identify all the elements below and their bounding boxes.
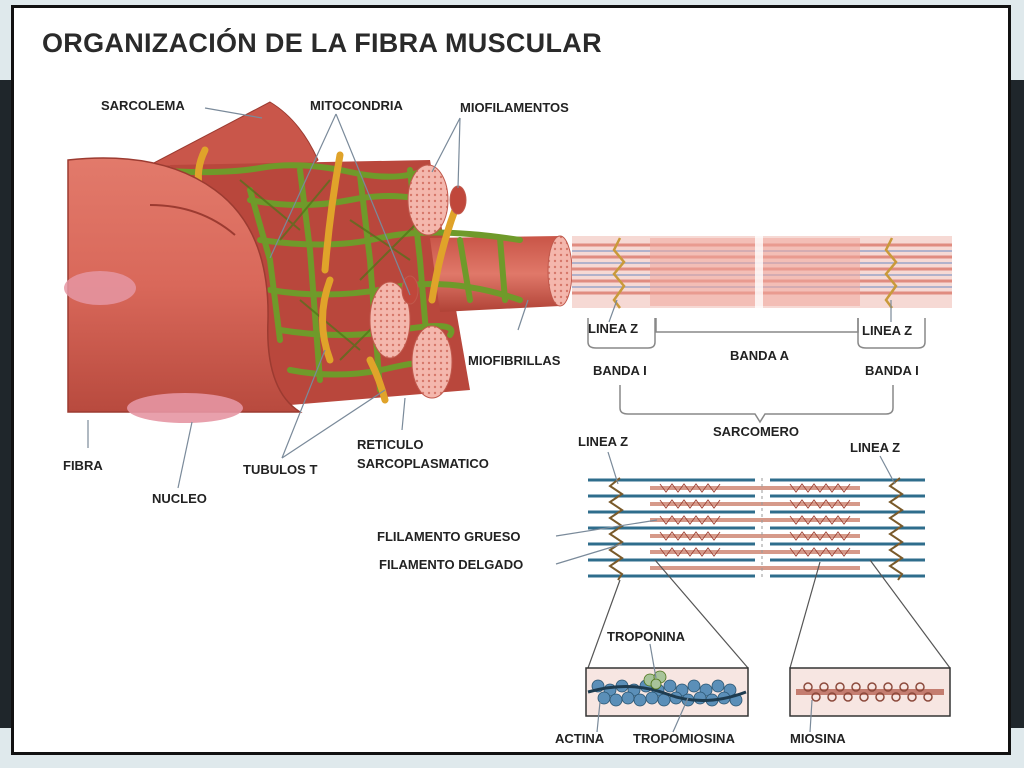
label-miofibrillas: MIOFIBRILLAS [468, 353, 561, 368]
zoom-lines [587, 559, 951, 669]
label-sarcomero: SARCOMERO [713, 424, 799, 439]
myofibril-discs [369, 164, 467, 399]
z-line-lower-right [888, 477, 904, 581]
z-line-left [612, 237, 626, 309]
label-fibra: FIBRA [63, 458, 103, 473]
sarcolemma-flap [148, 101, 319, 176]
nucleus [64, 271, 136, 305]
label-miofilamentos: MIOFILAMENTOS [460, 100, 569, 115]
labels: SARCOLEMA MITOCONDRIA MIOFILAMENTOS MIOF… [63, 98, 919, 746]
label-nucleo: NUCLEO [152, 491, 207, 506]
z-line-lower-left [608, 477, 624, 581]
myofibril-end [547, 235, 573, 307]
label-banda-i-right: BANDA I [865, 363, 919, 378]
label-tropomiosina: TROPOMIOSINA [633, 731, 735, 746]
actin-box [585, 667, 749, 717]
label-tubulos-t: TUBULOS T [243, 462, 317, 477]
label-banda-i-left: BANDA I [593, 363, 647, 378]
label-sarcolema: SARCOLEMA [101, 98, 185, 113]
label-filamento-grueso: FLILAMENTO GRUESO [377, 529, 520, 544]
myosin-box [789, 667, 951, 717]
label-linea-z-lower-right: LINEA Z [850, 440, 900, 455]
label-troponina: TROPONINA [607, 629, 686, 644]
label-reticulo: RETICULO [357, 437, 423, 452]
band-brackets [587, 318, 926, 424]
sarcolemma [67, 157, 303, 413]
nucleus-bottom [127, 393, 243, 423]
label-banda-a: BANDA A [730, 348, 790, 363]
leader-lines [87, 107, 896, 733]
label-actina: ACTINA [555, 731, 605, 746]
label-miosina: MIOSINA [790, 731, 846, 746]
label-mitocondria: MITOCONDRIA [310, 98, 404, 113]
label-linea-z-right: LINEA Z [862, 323, 912, 338]
page-title: ORGANIZACIÓN DE LA FIBRA MUSCULAR [42, 28, 602, 58]
label-linea-z-left: LINEA Z [588, 321, 638, 336]
troponin-complex [643, 670, 667, 690]
sarcomere-detail [588, 477, 925, 581]
myofibril-cylinder [430, 236, 560, 312]
z-line-right [884, 237, 898, 309]
muscle-fiber [64, 101, 573, 423]
label-filamento-delgado: FILAMENTO DELGADO [379, 557, 523, 572]
myofibril-strip [572, 236, 952, 309]
label-sarcoplasmatico: SARCOPLASMATICO [357, 456, 489, 471]
label-linea-z-lower-left: LINEA Z [578, 434, 628, 449]
